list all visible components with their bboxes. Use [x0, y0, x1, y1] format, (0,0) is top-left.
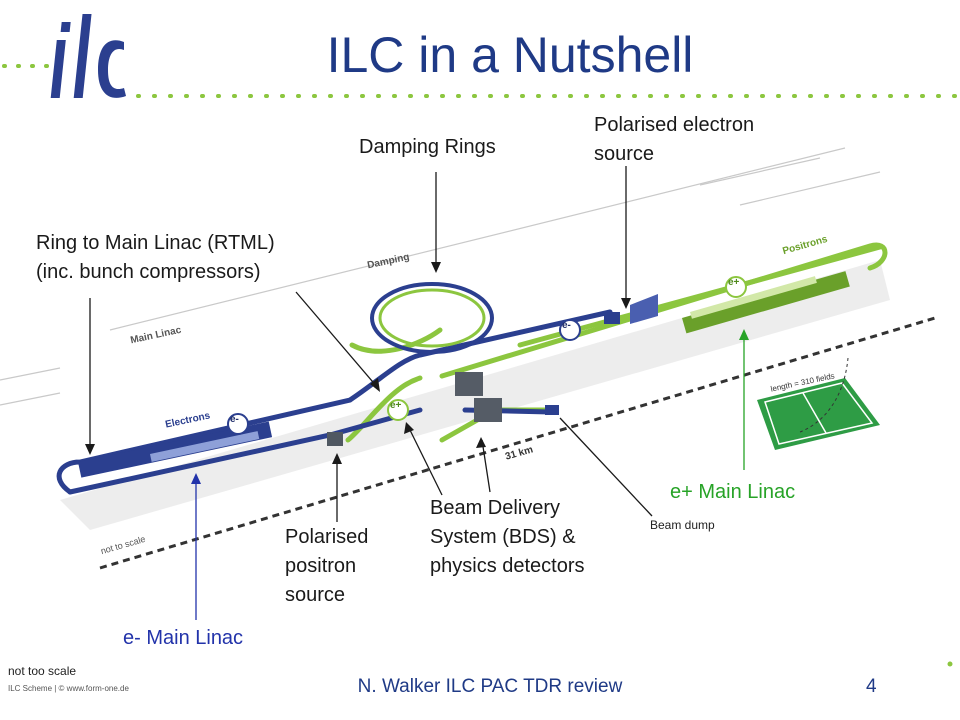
note-not-too-scale: not too scale: [8, 664, 77, 678]
diagram-label-e-plus: e+: [390, 400, 402, 411]
label-beam-dump: Beam dump: [650, 518, 715, 532]
page-title: ILC in a Nutshell: [326, 27, 694, 83]
image-credit: ILC Scheme | © www.form-one.de: [8, 684, 129, 693]
label-line: source: [285, 584, 346, 606]
label-e-plus-main-linac: e+ Main Linac: [670, 481, 796, 503]
label-line: physics detectors: [430, 555, 585, 577]
label-bds: Beam Delivery System (BDS) & physics det…: [430, 494, 585, 581]
beam-dump: [545, 405, 559, 415]
label-line: Polarised electron: [594, 114, 755, 136]
diagram-label-e-plus-2: e+: [728, 277, 740, 288]
label-rtml: Ring to Main Linac (RTML) (inc. bunch co…: [36, 229, 275, 287]
label-line: positron: [285, 555, 357, 577]
label-line: Ring to Main Linac (RTML): [36, 232, 275, 254]
label-damping-rings: Damping Rings: [359, 136, 496, 158]
label-line: Polarised: [285, 526, 369, 548]
pointer-lines: [89, 166, 745, 620]
label-e-minus-main-linac: e- Main Linac: [123, 627, 244, 649]
badges: [227, 276, 747, 435]
electron-source: [604, 294, 658, 324]
arrowheads: [85, 262, 749, 484]
label-line: System (BDS) &: [430, 526, 576, 548]
footer-text: N. Walker ILC PAC TDR review: [357, 676, 623, 697]
positron-source: [327, 432, 343, 446]
detectors: [455, 372, 502, 422]
label-polarised-positron-source: Polarised positron source: [285, 523, 368, 610]
damping-rings: [370, 282, 494, 354]
label-line: Beam Delivery: [430, 497, 561, 519]
diagram-label-e-minus: e-: [230, 414, 239, 425]
label-polarised-electron-source: Polarised electron source: [594, 111, 754, 169]
football-field: [757, 378, 880, 450]
electron-main-linac: [77, 421, 273, 478]
diagram-label-e-minus-2: e-: [562, 320, 571, 331]
label-line: (inc. bunch compressors): [36, 261, 261, 283]
label-line: source: [594, 143, 655, 165]
positron-main-linac: [682, 271, 850, 334]
ilc-logo: [50, 14, 126, 98]
page-number: 4: [866, 676, 877, 697]
